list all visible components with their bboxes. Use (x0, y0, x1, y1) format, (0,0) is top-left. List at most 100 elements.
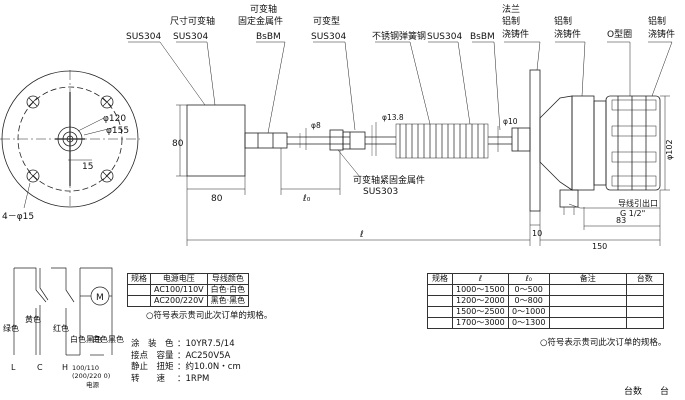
sus304-label-3: SUS304 (311, 32, 346, 42)
paddle-fixing (244, 132, 288, 149)
spec-value: ：1RPM (177, 373, 210, 384)
sus303-label: SUS303 (363, 187, 398, 197)
spring-coil (395, 123, 489, 159)
table-header-cell: 备注 (548, 273, 627, 285)
cable-thread-label: G 1/2" (620, 209, 645, 218)
bsbm-label-2: BsBM (470, 32, 495, 42)
dim-l0: ℓ₀ (302, 194, 311, 204)
alu2-label-2: 浇铸件 (648, 28, 675, 40)
table-header-cell: 规格 (427, 273, 453, 285)
spec-key: 涂 装 色 (131, 339, 174, 349)
spec-key: 静止 扭矩 (131, 362, 174, 372)
wire-label-green: 绿色 (3, 323, 19, 333)
dim-l: ℓ (359, 230, 364, 240)
terminal-100-110-1: 100/110 (72, 364, 99, 372)
table-cell: 0～500 (507, 284, 550, 296)
spec-row: 静止 扭矩：约10.0N・cm (131, 362, 241, 374)
table-cell[interactable] (127, 295, 151, 307)
table-header-cell: 导线颜色 (206, 273, 250, 285)
motor-label: M (96, 293, 104, 303)
wire-label-white-black-1: 白色黑色 (70, 334, 102, 344)
table-row: 1500～2500 0～1000 (427, 306, 664, 318)
dim-15: 15 (82, 162, 93, 172)
housing (539, 95, 661, 215)
table-cell[interactable] (427, 295, 453, 307)
dim-phi102: φ102 (665, 139, 674, 160)
table-cell: 1700～3000 (452, 317, 509, 329)
wiring-schematic (13, 267, 113, 356)
spec-row: 转 速 ：1RPM (131, 374, 241, 386)
table-cell[interactable] (625, 295, 664, 307)
alu2-label-1: 铝制 (648, 15, 666, 27)
spec-value: ：约10.0N・cm (177, 362, 241, 372)
power-spec-table: 规格 电源电压 导线颜色 AC100/110V 白色·白色 AC200/220V… (127, 273, 250, 307)
dim-phi155: φ155 (106, 126, 129, 136)
bsbm-label-1: BsBM (256, 32, 281, 42)
flange-front-view (0, 70, 140, 209)
table-row: AC100/110V 白色·白色 (127, 284, 250, 296)
bolt-hole (26, 169, 40, 183)
table-header-row: 规格 电源电压 导线颜色 (127, 273, 250, 285)
size-shaft-label: 尺寸可变轴 (170, 15, 215, 27)
alu-label-1: 铝制 (554, 15, 572, 27)
wire-label-yellow: 黄色 (25, 314, 41, 324)
dim-150: 150 (592, 242, 607, 251)
table-header-cell: ℓ₀ (507, 273, 550, 285)
table-cell[interactable] (625, 306, 664, 318)
table-row: AC200/220V 黑色·黑色 (127, 295, 250, 307)
table-cell[interactable] (625, 284, 664, 296)
order-count-label: 台数 台 (624, 387, 670, 397)
flange-label-1: 法兰 (502, 3, 520, 15)
spec-key: 接点 容量 (131, 350, 174, 361)
dim-phi120: φ120 (103, 114, 126, 124)
terminal-C: C (37, 363, 43, 372)
table-cell: AC100/110V (150, 284, 208, 296)
table-cell[interactable] (548, 317, 627, 329)
spec-list: 涂 装 色：10YR7.5/14 接点 容量：AC250V5A 静止 扭矩：约1… (131, 339, 241, 385)
flange-label-2: 铝制 (502, 15, 520, 27)
spec-row: 涂 装 色：10YR7.5/14 (131, 339, 241, 351)
table-header-cell: 台数 (625, 273, 664, 285)
range-table-note: ○符号表示贵司此次订单的规格。 (540, 338, 667, 348)
dim-phi8: φ8 (311, 121, 321, 130)
table-cell: 1200～2000 (452, 295, 509, 307)
sus304-label-1: SUS304 (126, 32, 161, 42)
cable-outlet-label: 导线引出口 (618, 198, 658, 208)
lock-metal (329, 129, 344, 151)
oring-label: O型圈 (607, 29, 632, 40)
table-cell: 0～1000 (507, 306, 550, 318)
terminal-H: H (62, 363, 68, 372)
table-header-cell: 规格 (127, 273, 151, 285)
wire-label-white-black-2: 白色黑色 (92, 334, 124, 344)
terminal-L: L (11, 363, 16, 372)
table-cell: 0～800 (507, 295, 550, 307)
dim-80-horizontal: 80 (211, 194, 223, 204)
power-caption: 电源 (86, 380, 100, 389)
table-cell[interactable] (625, 317, 664, 329)
spec-key: 转 速 (131, 373, 166, 384)
spec-value: ：10YR7.5/14 (177, 339, 235, 349)
alu-label-2: 浇铸件 (554, 28, 581, 40)
table-cell[interactable] (427, 306, 453, 318)
table-cell[interactable] (127, 284, 151, 296)
dim-80-vertical: 80 (172, 139, 184, 149)
power-range-label: (200/220 0) (72, 372, 110, 380)
table-cell[interactable] (427, 284, 453, 296)
lock-metal-label: 可变轴紧固金属件 (353, 174, 425, 186)
wiring-labels: 绿色 黄色 红色 白色黑色 白色黑色 L C H 100/110 (200/22… (3, 293, 124, 389)
spec-row: 接点 容量：AC250V5A (131, 351, 241, 363)
sus304-label-2: SUS304 (173, 32, 208, 42)
wire-label-red: 红色 (53, 323, 69, 333)
table-cell[interactable] (548, 284, 627, 296)
fixed-metal-label: 固定金属件 (238, 15, 283, 27)
dim-phi10: φ10 (503, 117, 518, 126)
spec-value: ：AC250V5A (177, 350, 231, 361)
flange-label-3: 浇铸件 (502, 28, 529, 40)
table-cell[interactable] (548, 306, 627, 318)
table-cell[interactable] (548, 295, 627, 307)
dim-phi13-8: φ13.8 (382, 113, 404, 122)
table-row: 1000～1500 0～500 (427, 284, 664, 296)
table-cell[interactable] (427, 317, 453, 329)
table-row: 1200～2000 0～800 (427, 295, 664, 307)
